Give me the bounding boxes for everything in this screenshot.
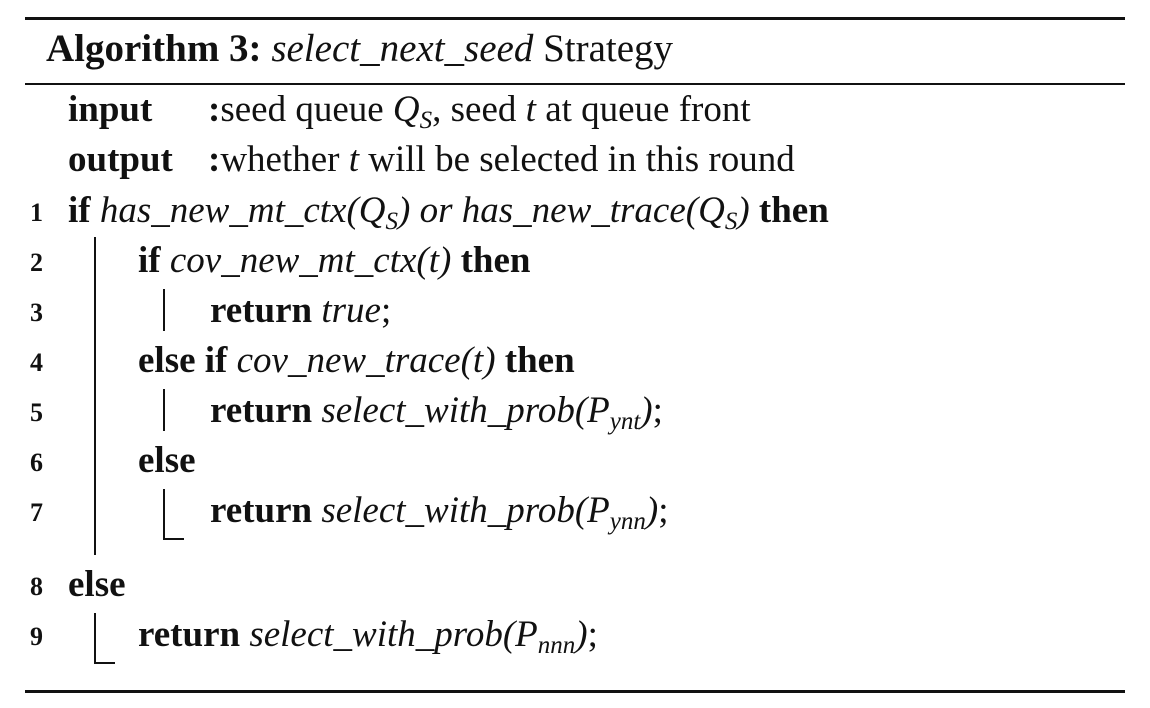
- output-line: output:whether t will be selected in thi…: [68, 138, 795, 182]
- return-keyword: return: [210, 290, 322, 331]
- condition-sub-a: S: [385, 208, 399, 235]
- probability-subscript: nnn: [537, 632, 576, 659]
- block-bar-outer-if: [94, 237, 96, 555]
- output-text-a: whether: [220, 139, 349, 180]
- return-keyword: return: [138, 614, 250, 655]
- algorithm-title: Algorithm 3: select_next_seed Strategy: [46, 26, 673, 72]
- condition-sub-b: S: [724, 208, 738, 235]
- output-t: t: [348, 139, 360, 180]
- code-line-4: else if cov_new_trace(t) then: [138, 339, 575, 383]
- code-line-3: return true;: [210, 289, 391, 333]
- line-number-1: 1: [30, 198, 43, 227]
- title-rule: [25, 83, 1125, 85]
- line-number-5: 5: [30, 398, 43, 427]
- algorithm-name: select_next_seed: [271, 27, 534, 70]
- semicolon: ;: [652, 390, 663, 431]
- then-keyword: then: [451, 240, 531, 281]
- probability-subscript: ynn: [609, 508, 646, 535]
- code-line-5: return select_with_prob(Pynt);: [210, 389, 663, 435]
- code-line-8: else: [68, 563, 126, 607]
- function-call: select_with_prob(P: [249, 614, 538, 655]
- else-keyword: else: [68, 564, 126, 605]
- semicolon: ;: [658, 490, 669, 531]
- line-number-4: 4: [30, 348, 43, 377]
- algorithm-name-suffix: Strategy: [533, 27, 674, 70]
- block-bar-else-8: [94, 613, 96, 663]
- output-keyword: output: [68, 139, 173, 180]
- condition-part-c: ): [737, 190, 750, 231]
- condition: cov_new_mt_ctx(t): [169, 240, 452, 281]
- line-number-3: 3: [30, 298, 43, 327]
- code-line-9: return select_with_prob(Pnnn);: [138, 613, 598, 659]
- input-text-a: seed queue: [220, 89, 393, 130]
- output-colon: :: [208, 139, 221, 180]
- then-keyword: then: [495, 340, 575, 381]
- line-number-6: 6: [30, 448, 43, 477]
- input-keyword: input: [68, 89, 153, 130]
- block-bar-then-4: [163, 389, 165, 431]
- top-rule: [25, 17, 1125, 20]
- semicolon: ;: [380, 290, 392, 331]
- function-call: select_with_prob(P: [321, 490, 610, 531]
- output-text-b: will be selected in this round: [359, 139, 795, 180]
- then-keyword: then: [749, 190, 829, 231]
- line-number-7: 7: [30, 498, 43, 527]
- call-close: ): [575, 614, 588, 655]
- block-end-else-6: [163, 538, 184, 540]
- return-value: true: [321, 290, 381, 331]
- line-number-2: 2: [30, 248, 43, 277]
- semicolon: ;: [587, 614, 598, 655]
- input-text-b: , seed: [432, 89, 526, 130]
- condition-part-a: has_new_mt_ctx(Q: [99, 190, 386, 231]
- input-line: input:seed queue QS, seed t at queue fro…: [68, 88, 751, 134]
- line-number-9: 9: [30, 622, 43, 651]
- code-line-6: else: [138, 439, 196, 483]
- block-bar-then-2: [163, 289, 165, 331]
- return-keyword: return: [210, 390, 322, 431]
- input-t: t: [525, 89, 536, 130]
- algorithm-label: Algorithm 3:: [46, 27, 262, 70]
- input-var: Q: [392, 89, 420, 130]
- code-line-7: return select_with_prob(Pynn);: [210, 489, 669, 535]
- else-if-keyword: else if: [138, 340, 237, 381]
- block-end-else-8: [94, 662, 115, 664]
- code-line-1: if has_new_mt_ctx(QS) or has_new_trace(Q…: [68, 189, 829, 235]
- call-close: ): [645, 490, 659, 531]
- line-number-8: 8: [30, 572, 43, 601]
- call-close: ): [640, 390, 653, 431]
- input-colon: :: [208, 89, 221, 130]
- else-keyword: else: [138, 440, 196, 481]
- condition-part-b: ) or has_new_trace(Q: [398, 190, 725, 231]
- if-keyword: if: [138, 240, 170, 281]
- bottom-rule: [25, 690, 1125, 693]
- input-var-sub: S: [419, 107, 433, 134]
- return-keyword: return: [210, 490, 322, 531]
- function-call: select_with_prob(P: [321, 390, 610, 431]
- if-keyword: if: [68, 190, 100, 231]
- code-line-2: if cov_new_mt_ctx(t) then: [138, 239, 531, 283]
- block-bar-else-6: [163, 489, 165, 539]
- condition: cov_new_trace(t): [236, 340, 496, 381]
- input-text-c: at queue front: [535, 89, 751, 130]
- probability-subscript: ynt: [609, 408, 641, 435]
